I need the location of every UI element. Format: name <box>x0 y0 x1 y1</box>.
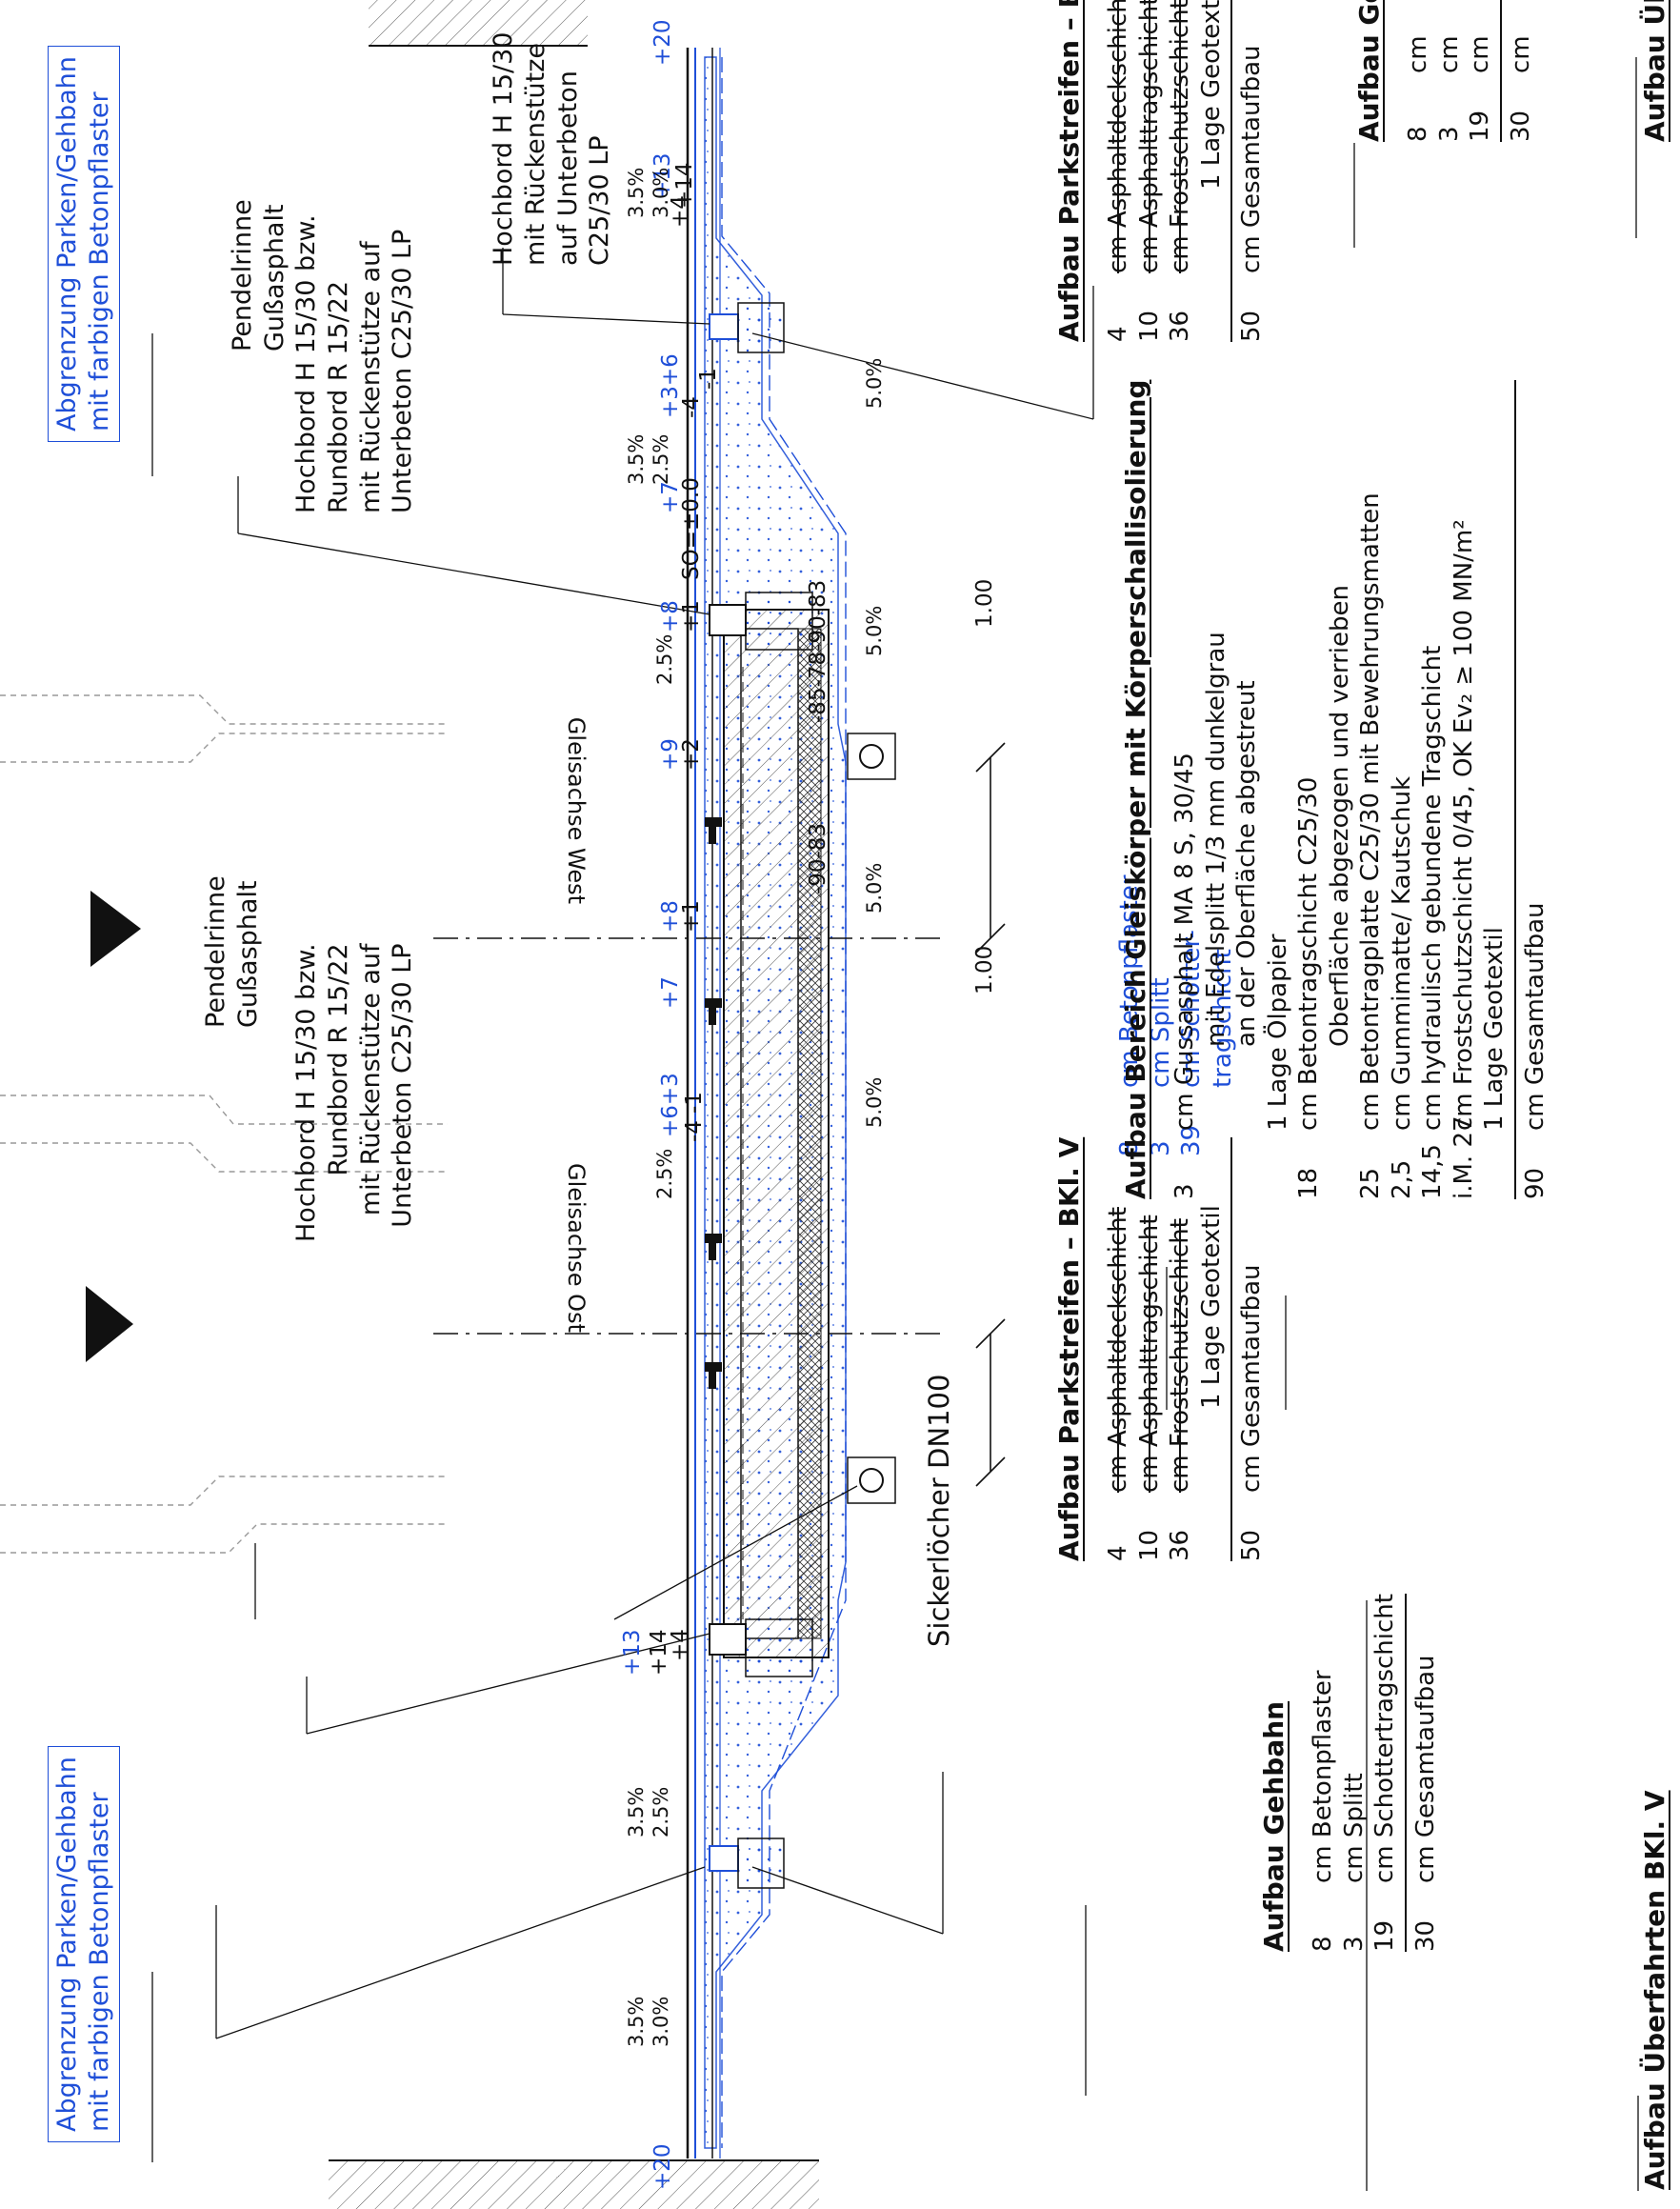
elev-label: +1 <box>679 900 704 933</box>
elev-label: -90-83 <box>806 822 830 894</box>
elev-label: +13 <box>620 1629 645 1676</box>
dimension-value: 1.00 <box>972 578 997 628</box>
elev-label: +14 <box>672 162 697 209</box>
aufbau-parkstreifen-left: Aufbau Parkstreifen – BKl. V 4cm Asphalt… <box>1053 1136 1268 1561</box>
aufbau-gehbahn-left: Aufbau Gehbahn 8cm Betonpflaster 3cm Spl… <box>1258 1594 1441 1952</box>
axis-markers <box>86 891 141 1362</box>
aufbau-ueberfahrten-right: Aufbau Über <box>1639 0 1670 142</box>
track-slab <box>723 609 830 1658</box>
elev-label: +7 <box>658 976 683 1009</box>
track-axes <box>433 937 943 1335</box>
aufbau-gleiskoerper: Aufbau Bereich Gleiskörper mit Körpersch… <box>1120 379 1550 1199</box>
slope-label: 5.0% <box>863 862 886 914</box>
elev-label: -1 <box>682 1092 707 1114</box>
leader-lines <box>151 57 1639 2191</box>
aufbau-parkstreifen-right: Aufbau Parkstreifen – BKl. V 4cm Asphalt… <box>1052 0 1268 342</box>
hochbord-right-inner-label: Hochbord H 15/30 bzw.Rundbord R 15/22 mi… <box>291 214 418 513</box>
slope-label: 3.5%2.5% <box>625 1786 673 1837</box>
slope-label: 2.5% <box>653 1148 676 1199</box>
elev-label: -4 <box>679 396 704 418</box>
aufbau-ueberfahrten-left: Aufbau Überfahrten BKl. V <box>1639 1790 1670 2190</box>
slope-label: 5.0% <box>863 605 886 656</box>
boundary-walls <box>329 0 819 2209</box>
rails <box>705 817 722 1389</box>
drainage-pipes <box>847 733 896 1504</box>
elev-label: -85-78-90-83 <box>806 579 830 723</box>
elev-label: SO=±0.0 <box>679 477 704 580</box>
elev-label: +4 <box>668 1629 692 1661</box>
sickerloecher-label: Sickerlöcher DN100 <box>923 1374 955 1647</box>
background-outlines <box>0 694 448 1554</box>
hochbord-left-label: Hochbord H 15/30 bzw.Rundbord R 15/22 mi… <box>291 943 418 1242</box>
slope-label: 5.0% <box>863 1076 886 1128</box>
slope-label: 3.5%3.0% <box>625 1996 673 2047</box>
elev-label: +2 <box>679 738 704 771</box>
elev-label: +20 <box>650 2143 675 2190</box>
elev-label: -4 <box>682 1120 707 1142</box>
elev-label: -1 <box>696 368 721 390</box>
slope-label: 3.5%2.5% <box>625 433 673 485</box>
slope-label: 5.0% <box>863 357 886 409</box>
dimension-lines <box>975 742 1006 1487</box>
curb-left <box>709 1618 813 1889</box>
slope-label: 3.5%3.0% <box>625 167 673 218</box>
gleisachse-west-label: Gleisachse West <box>563 716 590 904</box>
aufbau-gehbahn-right: Aufbau Geh 8cm 3cm 19cm 30cm <box>1352 0 1536 142</box>
curb-right <box>709 302 813 651</box>
elev-label: +1 <box>679 600 704 633</box>
dimension-value: 1.00 <box>972 945 997 994</box>
slope-label: 2.5% <box>653 633 676 685</box>
gleisachse-ost-label: Gleisachse Ost <box>563 1162 590 1333</box>
elev-label: +20 <box>650 19 675 66</box>
pavement-surface <box>686 48 721 2159</box>
